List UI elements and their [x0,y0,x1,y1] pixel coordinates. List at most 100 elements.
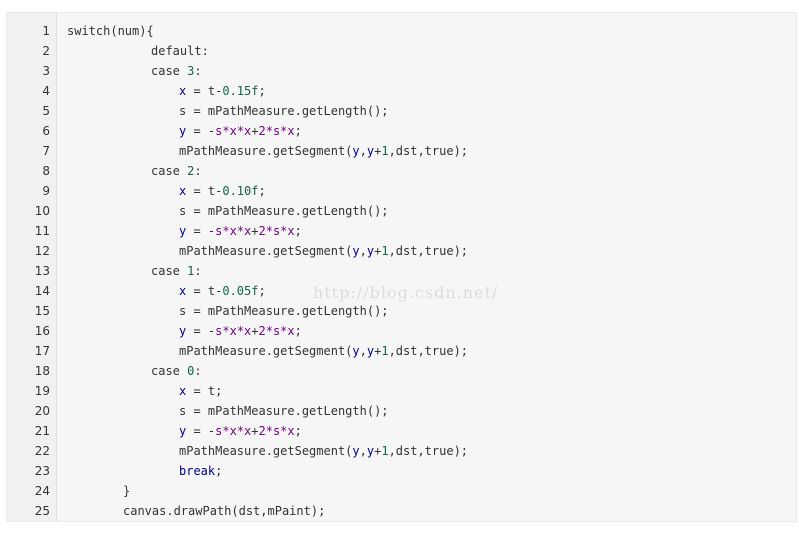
code-line: 2 default: [7,41,796,61]
line-number: 19 [34,384,50,398]
code-text: mPathMeasure.getSegment(y,y+1,dst,true); [179,441,468,461]
code-token: y [179,224,187,238]
code-token: case [151,64,188,78]
line-number: 15 [34,304,50,318]
code-text: y = -s*x*x+2*s*x; [179,421,302,441]
code-line: 1 switch(num){ [7,21,796,41]
code-token: 0.05f [222,284,259,298]
code-token: + [374,344,382,358]
line-number: 13 [34,264,50,278]
code-token: y [179,324,187,338]
code-token: ,dst,true); [388,344,469,358]
code-token: + [251,324,259,338]
code-token: 2*s*x [258,324,295,338]
code-token: : [194,64,202,78]
code-line: 13 case 1: [7,261,796,281]
code-token: + [374,244,382,258]
line-number: 24 [34,484,50,498]
code-text: y = -s*x*x+2*s*x; [179,221,302,241]
code-token: = - [186,124,216,138]
code-token: ; [258,84,266,98]
code-token: = t- [186,184,223,198]
code-token: mPathMeasure.getSegment( [179,344,353,358]
code-token: 1 [381,444,389,458]
code-token: : [194,164,202,178]
code-token: s = mPathMeasure.getLength(); [179,304,389,318]
code-text: y = -s*x*x+2*s*x; [179,321,302,341]
code-token: = - [186,224,216,238]
code-line: 22 mPathMeasure.getSegment(y,y+1,dst,true… [7,441,796,461]
code-token: = t; [186,384,223,398]
code-token: mPathMeasure.getSegment( [179,144,353,158]
code-token: y [366,244,375,258]
code-token: y [366,144,375,158]
code-token: s = mPathMeasure.getLength(); [179,404,389,418]
code-token: 2*s*x [258,224,295,238]
code-line: 21 y = -s*x*x+2*s*x; [7,421,796,441]
code-token: 0 [187,364,195,378]
code-text: s = mPathMeasure.getLength(); [179,301,389,321]
code-text: case 2: [151,161,202,181]
line-number: 1 [42,24,50,38]
code-token: 1 [187,264,195,278]
code-token: ; [294,124,302,138]
code-token: canvas.drawPath(dst,mPaint); [123,504,326,518]
code-token: } [123,484,131,498]
code-token: y [366,444,375,458]
code-text: case 1: [151,261,202,281]
code-line: 20 s = mPathMeasure.getLength(); [7,401,796,421]
code-token: 3 [187,64,195,78]
code-token: = - [186,424,216,438]
line-number: 11 [34,224,50,238]
line-number: 22 [34,444,50,458]
code-text: case 3: [151,61,202,81]
line-number: 14 [34,284,50,298]
line-number: 16 [34,324,50,338]
code-token: + [251,124,259,138]
code-token: 1 [381,144,389,158]
code-token: x [179,184,187,198]
code-text: x = t-0.15f; [179,81,266,101]
code-token: 2*s*x [258,424,295,438]
line-number: 10 [34,204,50,218]
code-text: s = mPathMeasure.getLength(); [179,201,389,221]
code-token: ; [258,184,266,198]
code-token: = - [186,324,216,338]
line-number: 21 [34,424,50,438]
code-token: switch(num){ [67,24,154,38]
code-token: + [251,424,259,438]
line-number: 9 [42,184,50,198]
code-token: = t- [186,84,223,98]
line-number: 12 [34,244,50,258]
code-token: s*x*x [215,324,252,338]
code-token: + [251,224,259,238]
code-text: default: [151,41,209,61]
line-number: 20 [34,404,50,418]
code-token: y [179,424,187,438]
code-token: 1 [381,344,389,358]
code-line: 11 y = -s*x*x+2*s*x; [7,221,796,241]
code-token: 2*s*x [258,124,295,138]
code-text: switch(num){ [67,21,154,41]
code-text: mPathMeasure.getSegment(y,y+1,dst,true); [179,341,468,361]
code-token: y [179,124,187,138]
code-token: break [179,464,216,478]
code-line: 24} [7,481,796,501]
line-number: 2 [42,44,50,58]
code-token: , [359,444,367,458]
line-number-gutter [7,13,57,521]
code-token: 2 [187,164,195,178]
code-token: s*x*x [215,124,252,138]
code-token: ; [258,284,266,298]
code-token: s*x*x [215,224,252,238]
code-text: y = -s*x*x+2*s*x; [179,121,302,141]
